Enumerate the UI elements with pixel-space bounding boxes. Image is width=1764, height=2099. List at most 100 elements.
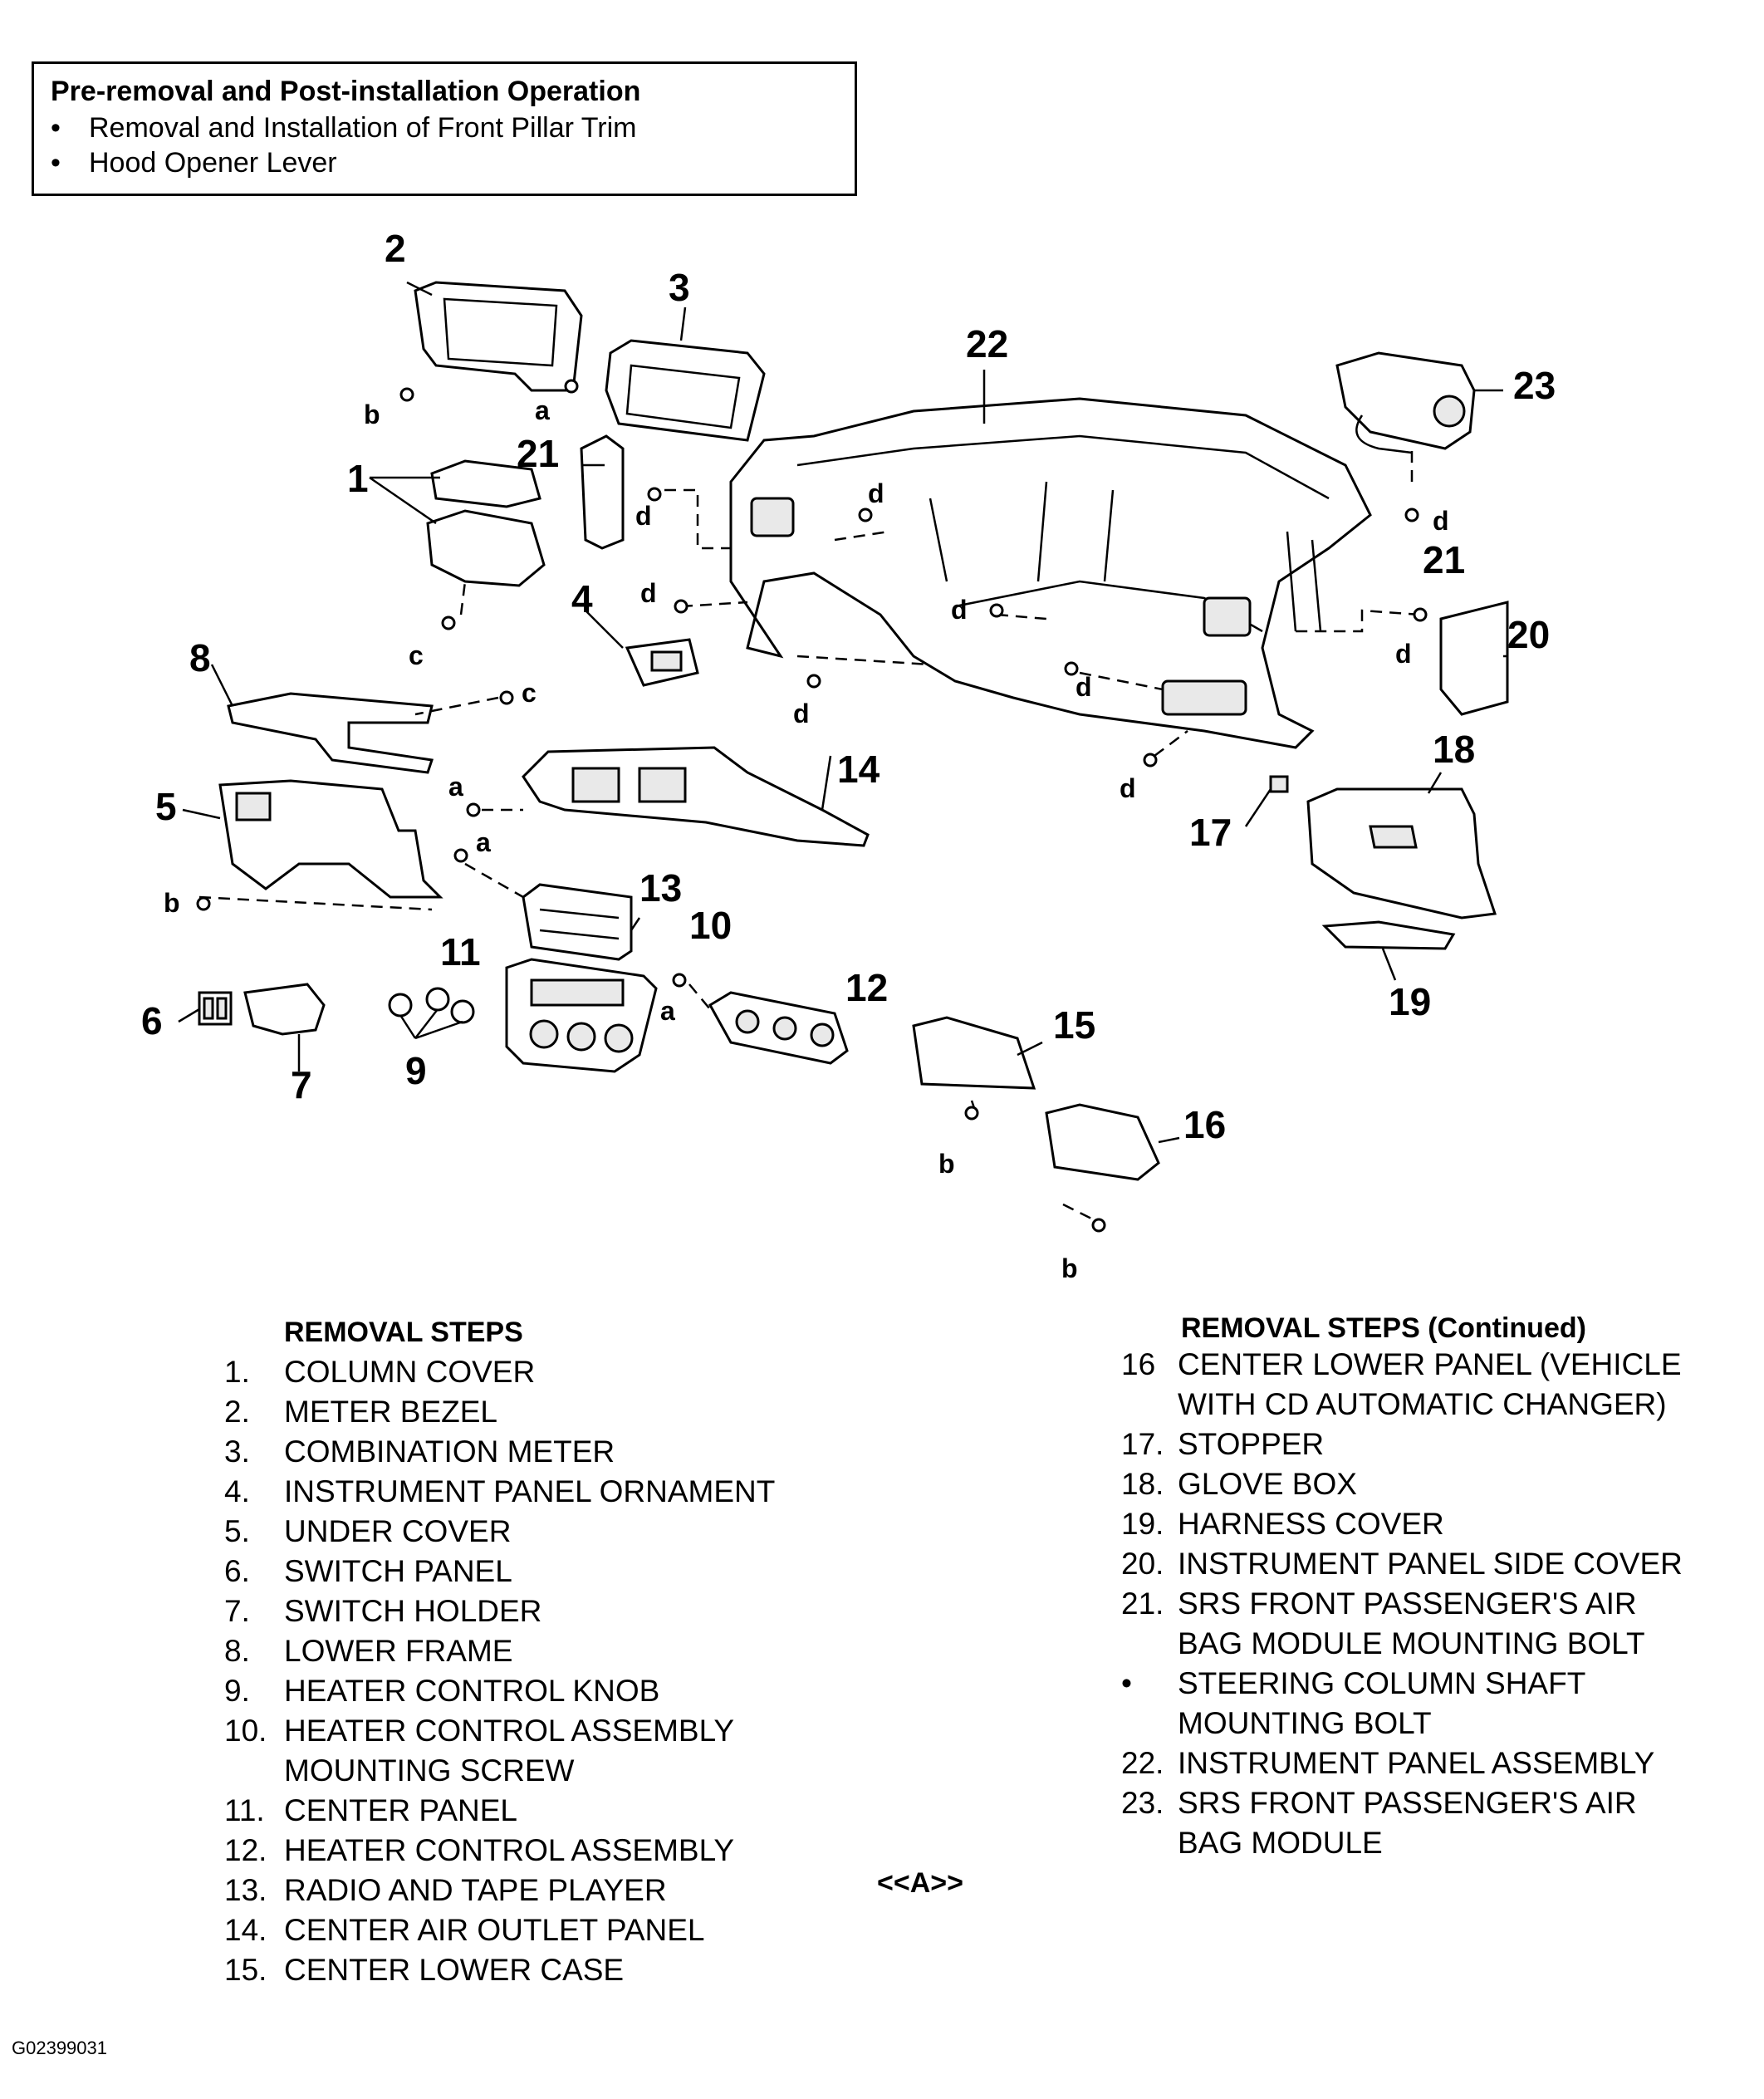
- stopper: [1269, 775, 1289, 793]
- step-number: 13.: [224, 1873, 267, 1907]
- pre-removal-title: Pre-removal and Post-installation Operat…: [51, 76, 641, 107]
- callout-letter: d: [640, 578, 657, 608]
- callout: 21: [517, 432, 559, 475]
- step-number: 17.: [1121, 1427, 1164, 1461]
- removal-step: BAG MODULE: [1121, 1823, 1683, 1863]
- step-text: RADIO AND TAPE PLAYER: [284, 1873, 667, 1907]
- step-text: HARNESS COVER: [1178, 1507, 1444, 1541]
- callout: 6: [141, 999, 163, 1042]
- step-number: 15.: [224, 1953, 267, 1987]
- callout: 1: [347, 457, 369, 500]
- step-text: CENTER AIR OUTLET PANEL: [284, 1913, 705, 1947]
- removal-step: 2.METER BEZEL: [224, 1392, 775, 1432]
- step-text: INSTRUMENT PANEL ASSEMBLY: [1178, 1746, 1655, 1780]
- removal-step: 4.INSTRUMENT PANEL ORNAMENT: [224, 1472, 775, 1512]
- step-text: LOWER FRAME: [284, 1634, 513, 1668]
- removal-step: 20.INSTRUMENT PANEL SIDE COVER: [1121, 1544, 1683, 1584]
- removal-step: 12.HEATER CONTROL ASSEMBLY: [224, 1831, 775, 1871]
- callout-letter: d: [1076, 672, 1092, 702]
- radio-and-tape-player: [522, 883, 633, 961]
- removal-step: 23.SRS FRONT PASSENGER'S AIR: [1121, 1783, 1683, 1823]
- removal-step: 5. UNDER COVER: [224, 1512, 775, 1552]
- step-text: BAG MODULE: [1178, 1826, 1383, 1860]
- step-text: STOPPER: [1178, 1427, 1325, 1461]
- callout-letter: d: [635, 501, 652, 531]
- callout: 20: [1507, 613, 1550, 656]
- instrument-panel-assembly: [729, 397, 1372, 749]
- callout: 3: [669, 266, 690, 309]
- removal-step: 22.INSTRUMENT PANEL ASSEMBLY: [1121, 1743, 1683, 1783]
- callout: 13: [639, 866, 682, 910]
- callout-letter: d: [868, 478, 884, 508]
- step-text: SRS FRONT PASSENGER'S AIR: [1178, 1587, 1637, 1621]
- step-text: STEERING COLUMN SHAFT: [1178, 1666, 1586, 1700]
- removal-step: 13. RADIO AND TAPE PLAYER: [224, 1871, 775, 1910]
- callout-letter: d: [951, 595, 968, 625]
- step-number: 7.: [224, 1594, 250, 1628]
- callout: 22: [966, 322, 1008, 365]
- removal-step: MOUNTING SCREW: [224, 1751, 775, 1791]
- callout: 19: [1389, 980, 1431, 1023]
- figure-code: G02399031: [12, 2038, 107, 2058]
- pre-removal-item: •Removal and Installation of Front Pilla…: [51, 112, 637, 144]
- pre-removal-box: Pre-removal and Post-installation Operat…: [32, 61, 857, 196]
- step-number: 18.: [1121, 1467, 1164, 1501]
- step-text: GLOVE BOX: [1178, 1467, 1357, 1501]
- srs-air-bag-module: [1335, 351, 1476, 454]
- instrument-panel-ornament: [625, 638, 699, 687]
- callout-letter: d: [1433, 506, 1449, 536]
- callout-letter: a: [660, 996, 675, 1026]
- step-text: WITH CD AUTOMATIC CHANGER): [1178, 1387, 1667, 1421]
- step-text: MOUNTING BOLT: [1178, 1706, 1432, 1740]
- removal-step: WITH CD AUTOMATIC CHANGER): [1121, 1385, 1683, 1425]
- callout: 11: [440, 930, 481, 973]
- meter-bezel: [414, 281, 583, 392]
- callout-letter: b: [164, 888, 180, 918]
- step-text: INSTRUMENT PANEL SIDE COVER: [1178, 1547, 1683, 1581]
- removal-step: 8. LOWER FRAME: [224, 1631, 775, 1671]
- step-number: 10.: [224, 1714, 267, 1748]
- removal-step: •STEERING COLUMN SHAFT: [1121, 1664, 1683, 1704]
- removal-step: 9.HEATER CONTROL KNOB: [224, 1671, 775, 1711]
- step-number: 2.: [224, 1395, 250, 1429]
- step-text: SWITCH HOLDER: [284, 1594, 542, 1628]
- step-number: 19.: [1121, 1507, 1164, 1541]
- bolt-markers: [196, 379, 1428, 1233]
- removal-step: 14.CENTER AIR OUTLET PANEL: [224, 1910, 775, 1950]
- center-air-outlet-panel: [522, 746, 870, 847]
- removal-step: 19. HARNESS COVER: [1121, 1504, 1683, 1544]
- center-panel: [505, 958, 658, 1073]
- removal-step: 1. COLUMN COVER: [224, 1352, 775, 1392]
- removal-step: 3.COMBINATION METER: [224, 1432, 775, 1472]
- step-text: BAG MODULE MOUNTING BOLT: [1178, 1626, 1645, 1660]
- step-text: UNDER COVER: [284, 1514, 512, 1548]
- callout: 17: [1189, 811, 1232, 854]
- step-text: CENTER LOWER PANEL (VEHICLE: [1178, 1347, 1682, 1381]
- under-cover: [218, 779, 443, 899]
- step-text: CENTER PANEL: [284, 1793, 517, 1827]
- combination-meter: [605, 339, 766, 442]
- step-number: 1.: [224, 1355, 250, 1389]
- center-lower-panel: [1045, 1103, 1160, 1181]
- air-bag-bracket: [580, 434, 625, 550]
- callout: 16: [1183, 1103, 1226, 1146]
- removal-steps-heading: REMOVAL STEPS: [284, 1317, 523, 1348]
- step-text: COLUMN COVER: [284, 1355, 536, 1389]
- removal-step: 15.CENTER LOWER CASE: [224, 1950, 775, 1990]
- step-number: 12.: [224, 1833, 267, 1867]
- callout: 4: [571, 577, 593, 620]
- callout: 8: [189, 636, 211, 679]
- column-cover: [426, 459, 546, 587]
- step-text: INSTRUMENT PANEL ORNAMENT: [284, 1474, 776, 1508]
- callout: 14: [837, 748, 880, 791]
- step-number: 5.: [224, 1514, 250, 1548]
- removal-steps-continued-list: 16 CENTER LOWER PANEL (VEHICLE WITH CD AUT…: [1121, 1345, 1683, 1863]
- callout: 23: [1513, 364, 1556, 407]
- callout-letter: a: [476, 827, 491, 857]
- switch-panel: [198, 991, 233, 1026]
- callout: 7: [291, 1063, 312, 1106]
- step-number: 8.: [224, 1634, 250, 1668]
- step-number: 16: [1121, 1347, 1156, 1381]
